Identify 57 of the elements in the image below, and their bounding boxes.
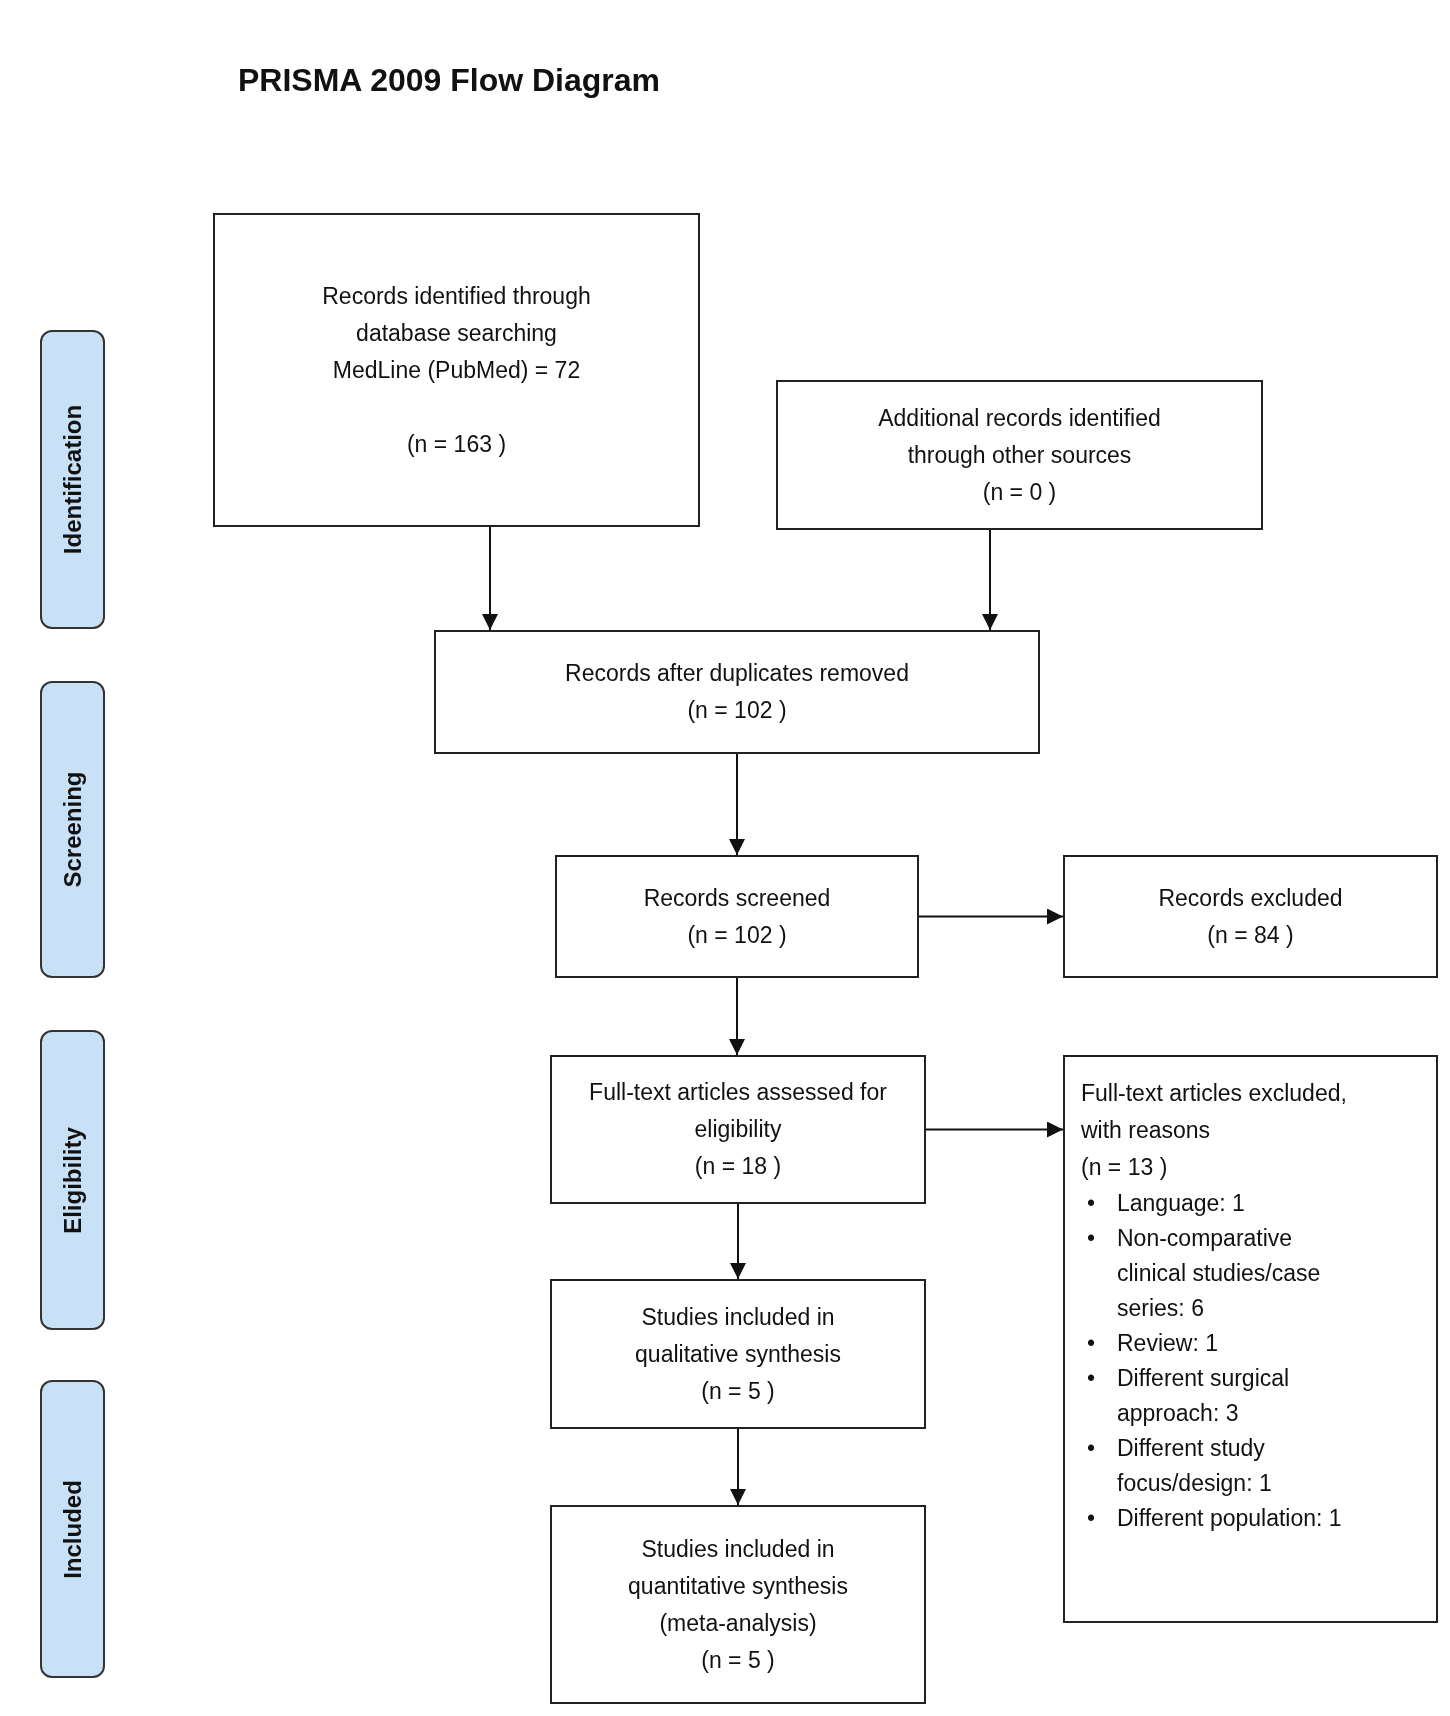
arrow: [982, 529, 998, 631]
arrow: [730, 1428, 746, 1506]
count-text: (n = 102 ): [687, 696, 787, 725]
phase-label: Eligibility: [58, 1126, 87, 1234]
diagram-title: PRISMA 2009 Flow Diagram: [238, 62, 661, 99]
phase-label-box: [40, 1030, 105, 1330]
box-text: Additional records identified through other sources: [877, 403, 1162, 470]
count-text: (n = 102 ): [687, 920, 787, 950]
bullet: •: [1086, 1434, 1097, 1463]
phase-label: Screening: [58, 771, 87, 888]
reason-item: Different study focus/design: 1: [1117, 1434, 1273, 1498]
bullet: •: [1086, 1504, 1097, 1533]
count-text: (n = 5 ): [701, 1376, 775, 1406]
process-box: [776, 380, 1263, 530]
reason-item: Different population: 1: [1117, 1504, 1342, 1533]
process-box: [550, 1055, 926, 1204]
arrow: [925, 1121, 1064, 1138]
reason-item: Review: 1: [1117, 1329, 1218, 1358]
bullet: •: [1086, 1364, 1097, 1393]
reason-item: Different surgical approach: 3: [1117, 1364, 1291, 1428]
phase-label-box: [40, 1380, 105, 1678]
box-text: Studies included in qualitative synthesis: [634, 1302, 842, 1369]
reason-item: Language: 1: [1117, 1189, 1245, 1218]
count-text: (n = 0 ): [982, 477, 1057, 507]
box-text: MedLine (PubMed) = 72: [332, 355, 581, 385]
process-box: [550, 1279, 926, 1429]
phase-label-box: [40, 330, 105, 629]
arrow: [729, 977, 745, 1056]
box-text: Records after duplicates removed: [565, 659, 909, 688]
bullet: •: [1086, 1189, 1097, 1218]
count-text: (n = 84 ): [1207, 920, 1294, 950]
arrow: [918, 908, 1064, 925]
count-text: (n = 163 ): [406, 429, 507, 459]
phase-label-box: [40, 681, 105, 978]
process-box: [213, 213, 700, 527]
phase-label: Identification: [58, 404, 87, 555]
box-text: Full-text articles assessed for eligibility: [588, 1078, 888, 1144]
count-text: (n = 18 ): [694, 1152, 782, 1181]
box-text: Records screened: [643, 883, 831, 913]
box-text: Records identified through database searching: [321, 281, 592, 348]
reason-item: Non-comparative clinical studies/case series: 6: [1117, 1224, 1322, 1323]
box-text: Studies included in quantitative synthesis (meta-analysis): [627, 1534, 849, 1638]
process-box: [550, 1505, 926, 1704]
phase-label: Included: [58, 1479, 87, 1579]
process-box: [1063, 855, 1438, 978]
arrow: [730, 1203, 746, 1280]
arrow: [729, 753, 745, 856]
count-text: (n = 13 ): [1081, 1153, 1168, 1182]
bullet: •: [1086, 1224, 1097, 1253]
bullet: •: [1086, 1329, 1097, 1358]
exclusion-box: [1063, 1055, 1438, 1623]
process-box: [555, 855, 919, 978]
process-box: [434, 630, 1040, 754]
count-text: (n = 5 ): [701, 1645, 775, 1675]
box-text: Records excluded: [1158, 883, 1343, 913]
arrow: [482, 526, 498, 631]
box-text: Full-text articles excluded, with reasons: [1081, 1079, 1348, 1145]
